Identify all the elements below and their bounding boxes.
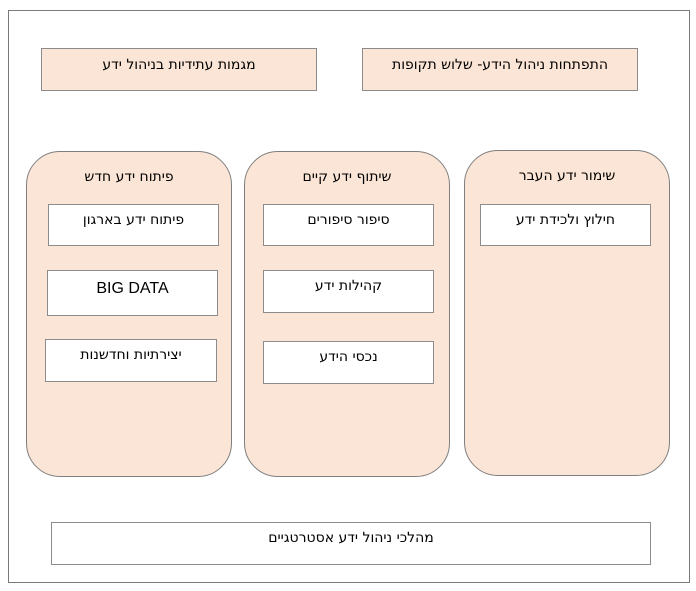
column-preserving-knowledge: שימור ידע העבר חילוץ ולכידת ידע [464, 150, 670, 476]
column-new-knowledge: פיתוח ידע חדש פיתוח ידע בארגון BIG DATA … [26, 151, 232, 477]
item-knowledge-capture: חילוץ ולכידת ידע [480, 204, 651, 246]
strategic-moves-box: מהלכי ניהול ידע אסטרטגיים [51, 522, 651, 565]
item-knowledge-assets: נכסי הידע [263, 341, 434, 384]
column-title-new-knowledge: פיתוח ידע חדש [84, 169, 174, 185]
future-trends-label: מגמות עתידיות בניהול ידע [102, 57, 256, 73]
column-title-preserving-knowledge: שימור ידע העבר [518, 168, 616, 184]
evolution-label: התפתחות ניהול הידע- שלוש תקופות [392, 57, 608, 73]
column-sharing-knowledge: שיתוף ידע קיים סיפור סיפורים קהילות ידע … [244, 151, 450, 477]
item-creativity-innovation: יצירתיות וחדשנות [45, 339, 217, 382]
future-trends-box: מגמות עתידיות בניהול ידע [41, 48, 317, 91]
item-big-data: BIG DATA [47, 270, 218, 316]
strategic-moves-label: מהלכי ניהול ידע אסטרטגיים [268, 530, 434, 546]
column-title-sharing-knowledge: שיתוף ידע קיים [302, 169, 392, 185]
item-storytelling: סיפור סיפורים [263, 204, 434, 246]
evolution-box: התפתחות ניהול הידע- שלוש תקופות [362, 48, 638, 91]
item-knowledge-communities: קהילות ידע [263, 270, 434, 313]
item-org-knowledge-development: פיתוח ידע בארגון [48, 204, 219, 246]
